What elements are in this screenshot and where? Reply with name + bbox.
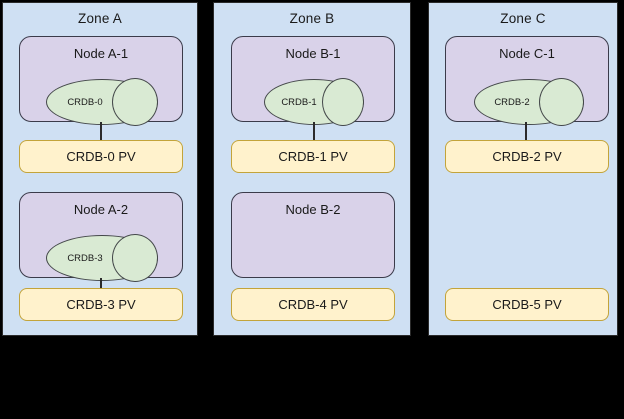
pv-crdb-3-label: CRDB-3 PV [66,297,136,312]
zone-panel-b[interactable]: Zone B Node B-1 CRDB-1 CRDB-1 PV Node B-… [213,2,411,336]
pv-box-crdb-1[interactable]: CRDB-1 PV [231,140,395,173]
pod-crdb-1-label: CRDB-1 [281,96,317,108]
node-box-b-2[interactable]: Node B-2 [231,192,395,278]
node-b-2-label: Node B-2 [285,202,341,217]
node-a-1-label: Node A-1 [73,46,129,61]
node-box-a-2[interactable]: Node A-2 CRDB-3 [19,192,183,282]
pod-cylinder-cap [112,234,158,282]
pod-cylinder-cap [112,78,158,126]
pv-box-crdb-4[interactable]: CRDB-4 PV [231,288,395,321]
pv-box-crdb-0[interactable]: CRDB-0 PV [19,140,183,173]
zone-a-title: Zone A [78,11,122,26]
node-box-a-1[interactable]: Node A-1 CRDB-0 [19,36,183,126]
zone-panel-a[interactable]: Zone A Node A-1 CRDB-0 CRDB-0 PV Node A-… [2,2,198,336]
pv-box-crdb-5[interactable]: CRDB-5 PV [445,288,609,321]
pod-cylinder-crdb-3[interactable]: CRDB-3 [46,234,158,282]
pod-cylinder-cap [539,78,584,126]
node-box-b-1[interactable]: Node B-1 CRDB-1 [231,36,395,126]
pv-box-crdb-3[interactable]: CRDB-3 PV [19,288,183,321]
connector-crdb-0-to-pv [100,122,102,141]
pv-crdb-4-label: CRDB-4 PV [278,297,348,312]
connector-crdb-3-to-pv [100,278,102,295]
pod-crdb-3-label: CRDB-3 [67,252,103,264]
zone-c-title: Zone C [500,11,546,26]
pod-crdb-0-label: CRDB-0 [67,96,103,108]
pv-crdb-0-label: CRDB-0 PV [66,149,136,164]
pod-cylinder-crdb-2[interactable]: CRDB-2 [474,78,584,126]
node-c-1-label: Node C-1 [499,46,555,61]
zone-b-title: Zone B [289,11,335,26]
pv-box-crdb-2[interactable]: CRDB-2 PV [445,140,609,173]
pod-crdb-2-label: CRDB-2 [494,96,530,108]
pod-cylinder-crdb-1[interactable]: CRDB-1 [264,78,364,126]
pv-crdb-1-label: CRDB-1 PV [278,149,348,164]
pod-cylinder-crdb-0[interactable]: CRDB-0 [46,78,158,126]
connector-crdb-1-to-pv [313,122,315,141]
pod-cylinder-cap [322,78,364,126]
node-box-c-1[interactable]: Node C-1 CRDB-2 [445,36,609,126]
pv-crdb-5-label: CRDB-5 PV [492,297,562,312]
zone-panel-c[interactable]: Zone C Node C-1 CRDB-2 CRDB-2 PV CRDB-5 … [428,2,618,336]
connector-crdb-2-to-pv [525,122,527,141]
pv-crdb-2-label: CRDB-2 PV [492,149,562,164]
node-b-1-label: Node B-1 [285,46,341,61]
node-a-2-label: Node A-2 [73,202,129,217]
